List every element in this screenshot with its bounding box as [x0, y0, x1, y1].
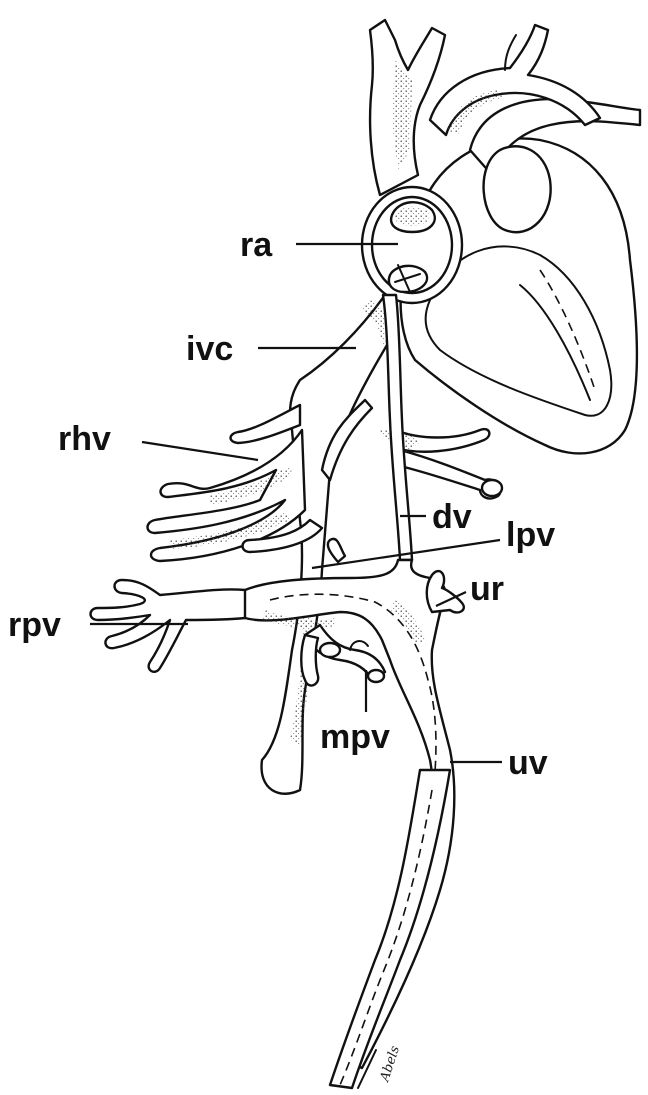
label-dv: dv: [432, 498, 472, 536]
label-ra: ra: [240, 226, 273, 264]
label-uv: uv: [508, 744, 548, 782]
label-ur: ur: [470, 570, 504, 608]
label-ivc: ivc: [186, 330, 233, 368]
leader-rhv: [142, 442, 258, 460]
label-lpv: lpv: [506, 516, 555, 554]
label-rhv: rhv: [58, 420, 111, 458]
label-rpv: rpv: [8, 606, 61, 644]
superior-vena-cava: [370, 20, 445, 195]
artist-signature: Abels: [377, 1044, 403, 1084]
umbilical-vein: [330, 770, 450, 1088]
label-mpv: mpv: [320, 718, 390, 756]
portal-veins: [91, 539, 464, 1068]
